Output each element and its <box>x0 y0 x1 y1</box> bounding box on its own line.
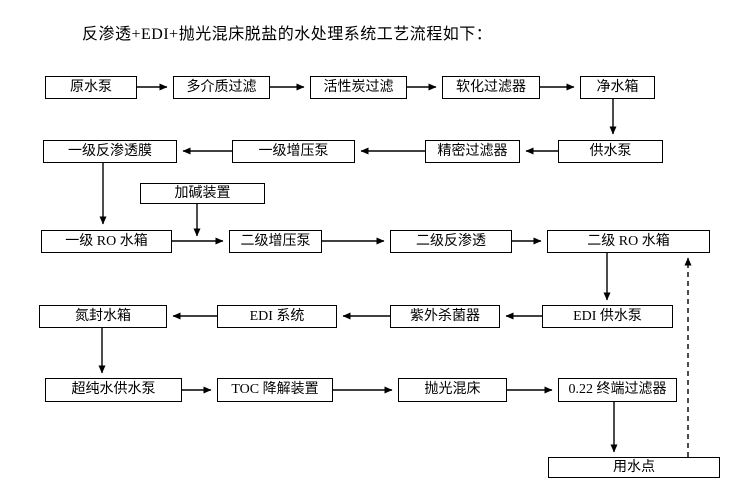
node-label: 0.22 终端过滤器 <box>568 382 667 397</box>
node-label: 二级反渗透 <box>416 233 486 249</box>
node-label: 二级 RO 水箱 <box>587 233 670 249</box>
node-polishing-mixed-bed: 抛光混床 <box>398 378 507 402</box>
node-label: 一级增压泵 <box>258 143 329 159</box>
node-label: 氮封水箱 <box>75 308 131 324</box>
node-edi-supply-pump: EDI 供水泵 <box>542 305 673 328</box>
node-first-stage-booster-pump: 一级增压泵 <box>232 140 355 163</box>
node-label: 超纯水供水泵 <box>71 382 156 397</box>
node-first-stage-ro-tank: 一级 RO 水箱 <box>41 230 172 253</box>
node-label: 紫外杀菌器 <box>410 308 480 324</box>
node-label: 活性炭过滤 <box>323 79 394 95</box>
node-precision-filter: 精密过滤器 <box>425 140 520 163</box>
node-label: TOC 降解装置 <box>231 382 319 397</box>
page-title: 反渗透+EDI+抛光混床脱盐的水处理系统工艺流程如下： <box>82 26 493 43</box>
node-first-stage-ro-membrane: 一级反渗透膜 <box>43 140 177 163</box>
node-second-stage-ro: 二级反渗透 <box>390 230 512 253</box>
node-label: EDI 供水泵 <box>573 308 642 324</box>
node-alkali-dosing-device: 加碱装置 <box>140 183 265 204</box>
node-label: 一级 RO 水箱 <box>65 233 148 249</box>
node-ultrapure-water-pump: 超纯水供水泵 <box>45 378 182 402</box>
node-label: 加碱装置 <box>174 185 231 201</box>
node-edi-system: EDI 系统 <box>217 305 337 328</box>
node-label: 软化过滤器 <box>456 79 526 95</box>
node-activated-carbon-filter: 活性炭过滤 <box>310 76 407 99</box>
node-water-use-point: 用水点 <box>548 457 720 478</box>
node-uv-sterilizer: 紫外杀菌器 <box>390 305 500 328</box>
node-label: EDI 系统 <box>249 308 305 324</box>
node-multi-media-filter: 多介质过滤 <box>173 76 270 99</box>
node-second-stage-booster-pump: 二级增压泵 <box>229 230 322 253</box>
node-second-stage-ro-tank: 二级 RO 水箱 <box>547 230 710 253</box>
node-label: 精密过滤器 <box>437 143 508 159</box>
node-label: 二级增压泵 <box>240 233 311 249</box>
node-softening-filter: 软化过滤器 <box>442 76 540 99</box>
node-water-supply-pump: 供水泵 <box>558 140 663 163</box>
node-label: 原水泵 <box>70 79 112 95</box>
node-label: 一级反渗透膜 <box>68 143 152 159</box>
node-label: 供水泵 <box>589 143 632 159</box>
node-toc-degradation-device: TOC 降解装置 <box>217 378 333 402</box>
node-label: 抛光混床 <box>424 382 481 397</box>
node-label: 多介质过滤 <box>186 79 257 95</box>
node-label: 用水点 <box>613 459 655 475</box>
node-terminal-filter: 0.22 终端过滤器 <box>558 378 677 402</box>
node-raw-water-pump: 原水泵 <box>45 76 137 99</box>
node-nitrogen-sealed-tank: 氮封水箱 <box>39 305 167 328</box>
node-clean-water-tank: 净水箱 <box>580 76 655 99</box>
node-label: 净水箱 <box>596 79 639 95</box>
